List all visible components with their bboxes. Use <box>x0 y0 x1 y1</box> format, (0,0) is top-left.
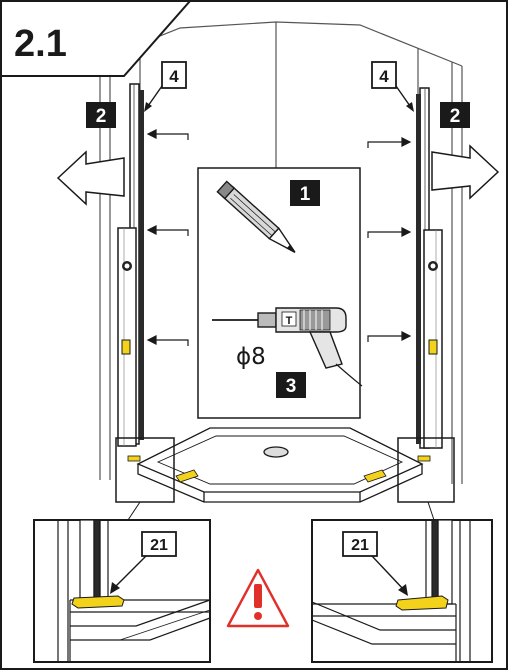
badge-drill-label: 3 <box>286 376 297 397</box>
step-number: 2.1 <box>14 23 67 65</box>
right-spirit-level <box>423 229 443 449</box>
badge-left-move: 2 <box>86 102 116 128</box>
tray-shims <box>127 455 431 483</box>
callout-right-top-label: 4 <box>379 67 389 86</box>
badge-pencil-label: 1 <box>300 184 311 205</box>
shower-tray <box>136 427 424 503</box>
left-spirit-level <box>117 227 137 447</box>
callout-right-top: 4 <box>371 61 414 112</box>
warning-icon <box>226 568 290 628</box>
step-tab: 2.1 <box>0 0 193 77</box>
drill-icon <box>212 307 363 387</box>
marking-arrows <box>146 129 412 346</box>
left-detail-panel: 21 <box>33 519 211 663</box>
right-detail-callout: 21 <box>351 537 369 554</box>
callout-left-top: 4 <box>144 61 187 112</box>
drill-chuck-letter: T <box>286 315 293 327</box>
badge-right-move: 2 <box>440 102 470 128</box>
left-detail-callout: 21 <box>150 537 168 554</box>
pencil-icon <box>216 180 296 253</box>
badge-drill: 3 <box>276 372 306 398</box>
zoom-markers <box>115 437 455 521</box>
left-outward-arrow <box>56 150 125 206</box>
drill-bit-size: ϕ8 <box>236 344 266 370</box>
badge-pencil: 1 <box>290 180 320 206</box>
right-detail-panel: 21 <box>311 519 493 663</box>
badge-left-move-label: 2 <box>96 106 107 127</box>
badge-right-move-label: 2 <box>450 106 461 127</box>
right-outward-arrow <box>431 144 500 200</box>
callout-left-top-label: 4 <box>169 67 179 86</box>
